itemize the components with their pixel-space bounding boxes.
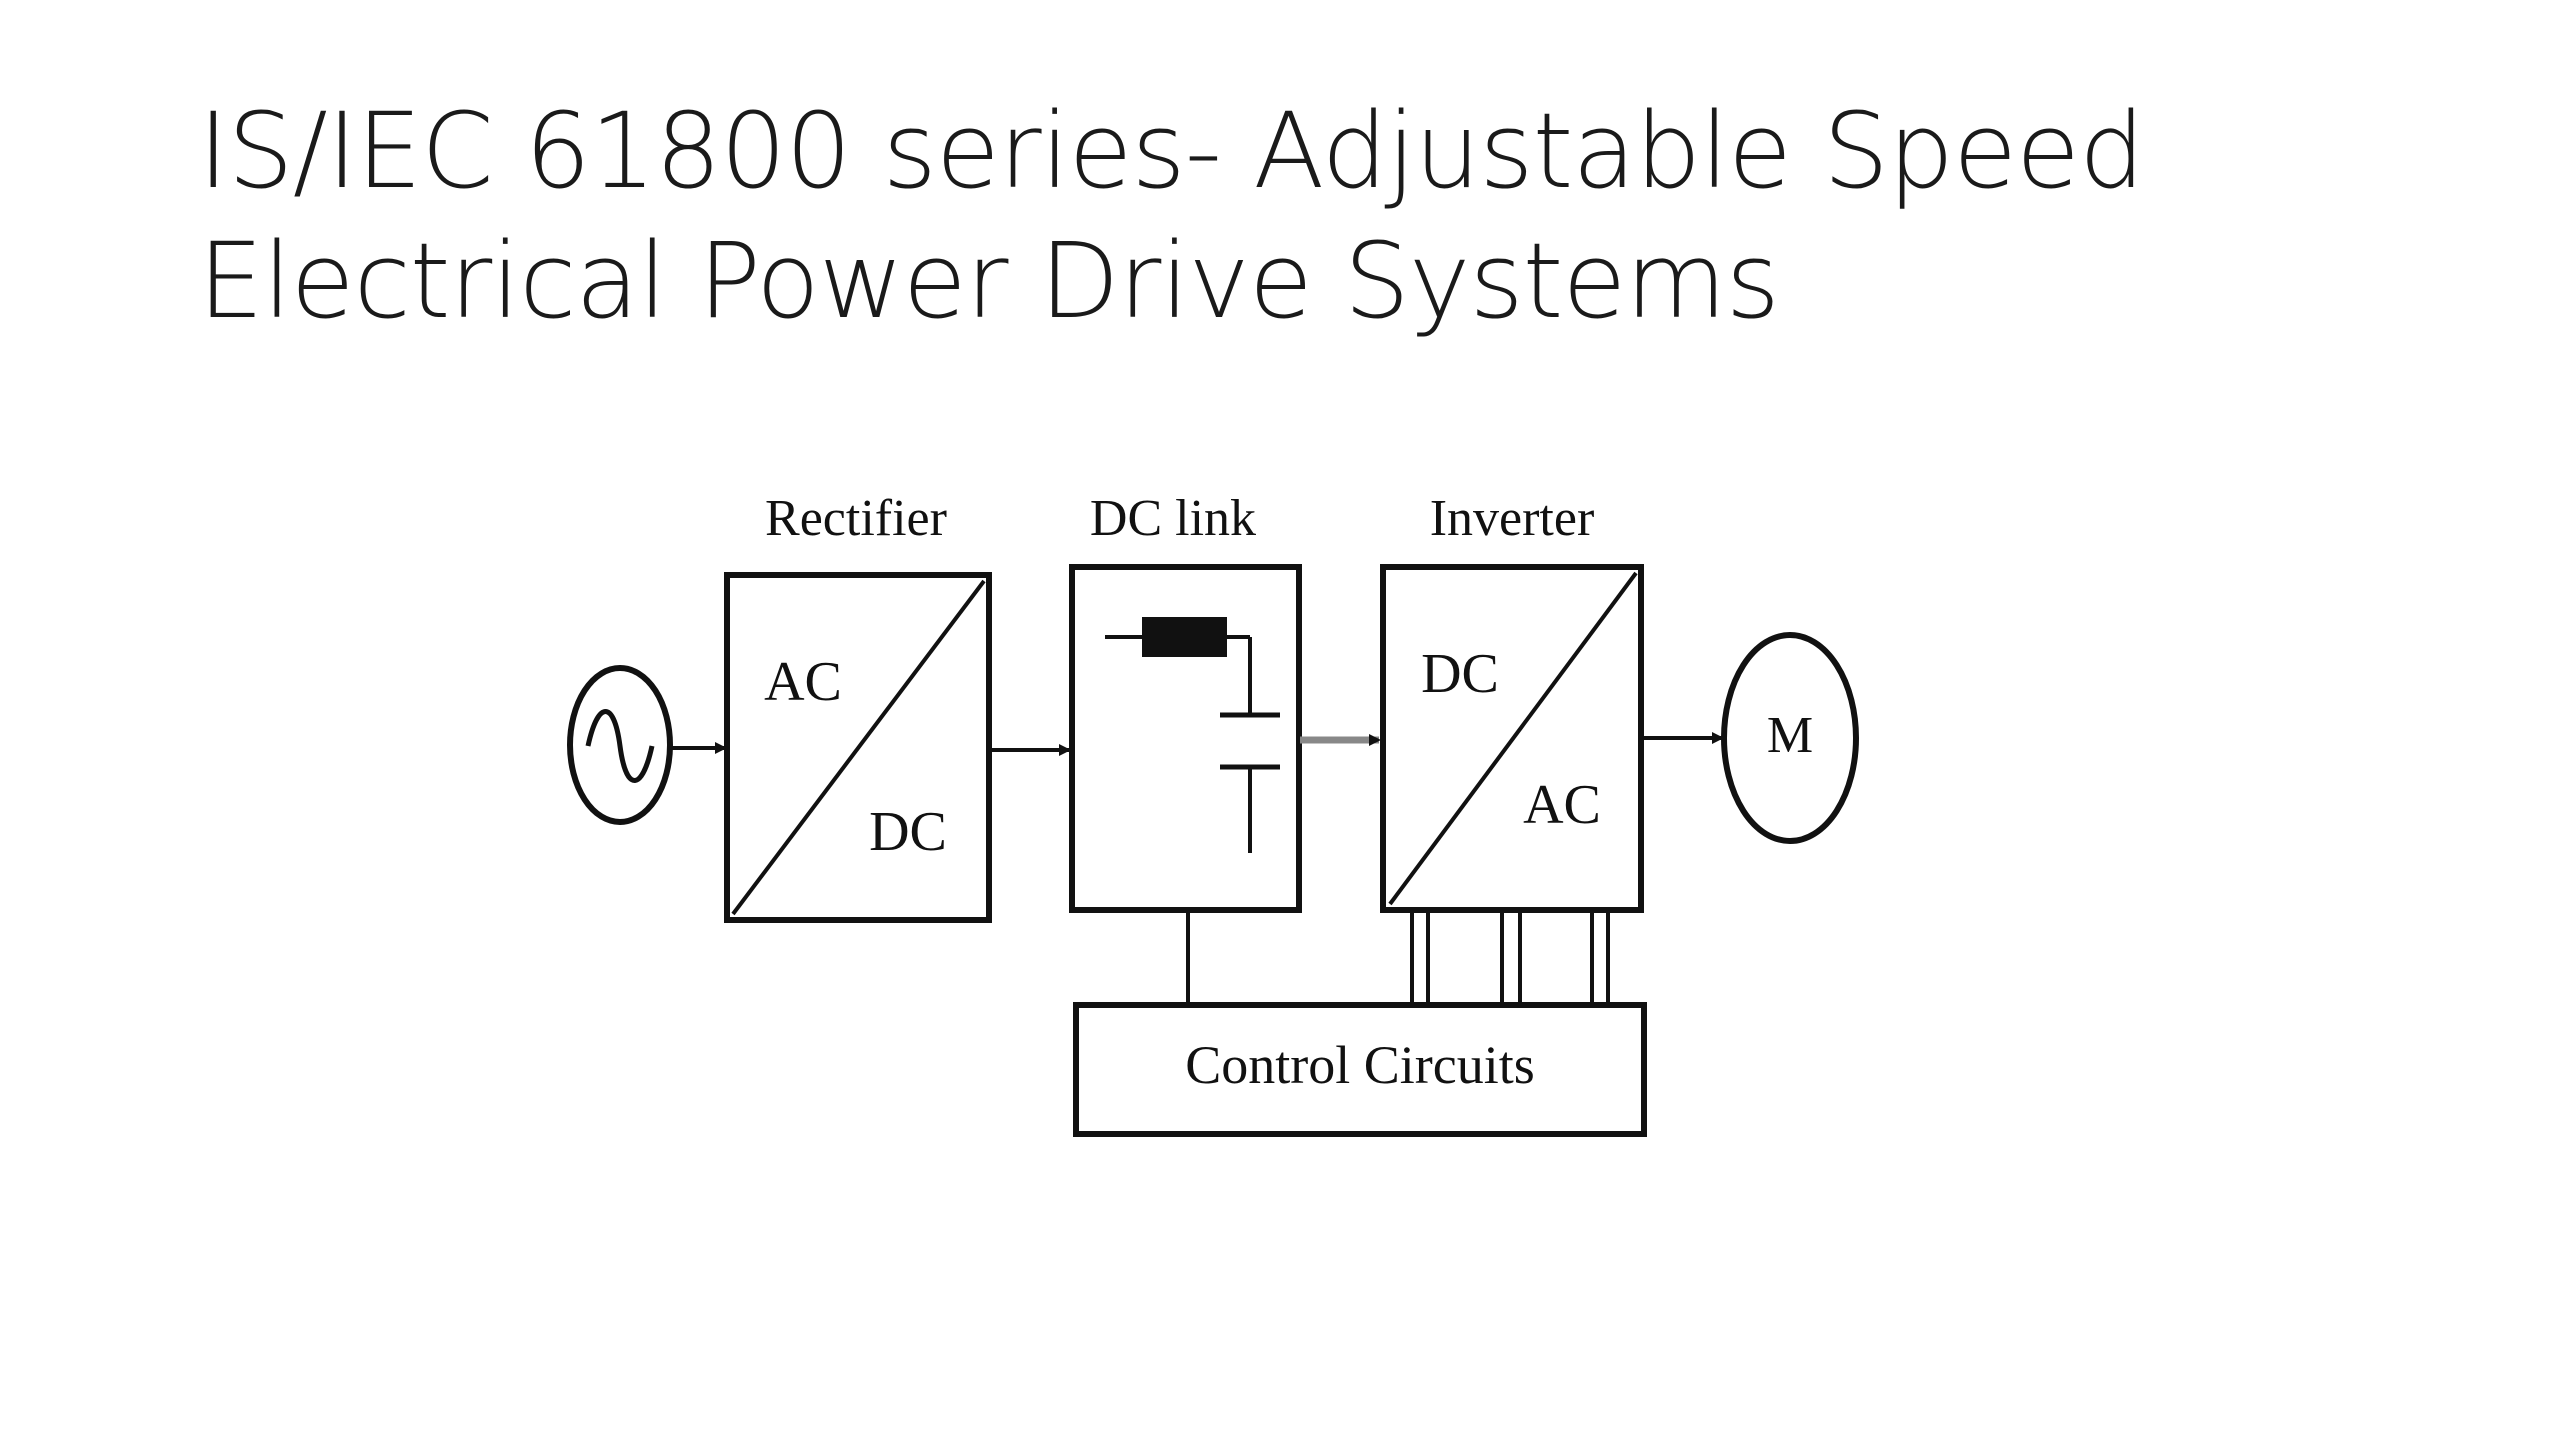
rectifier-block [724, 572, 992, 923]
inverter-gate-drive-wires [1410, 910, 1610, 1005]
slide-title-line-1: IS/IEC 61800 series- Adjustable Speed [198, 90, 2145, 212]
inductor-icon [1105, 617, 1252, 715]
inverter-block [1380, 564, 1644, 913]
control-circuits-block [1073, 1002, 1647, 1137]
dc-link-block [1069, 564, 1302, 913]
rectifier-label: Rectifier [765, 490, 947, 547]
inverter-label: Inverter [1430, 490, 1595, 547]
inverter-output-label: AC [1523, 774, 1601, 836]
capacitor-icon [1220, 712, 1280, 853]
motor-icon [1721, 632, 1859, 844]
slide-title: IS/IEC 61800 series- Adjustable Speed El… [198, 86, 2298, 346]
rectifier-input-label: AC [764, 651, 842, 713]
motor-label: M [1767, 707, 1813, 764]
slide-title-line-2: Electrical Power Drive Systems [198, 220, 1780, 342]
rectifier-output-label: DC [869, 801, 947, 863]
dc-link-label: DC link [1090, 490, 1256, 547]
control-circuits-label: Control Circuits [1185, 1035, 1535, 1095]
ac-source-icon [567, 665, 673, 825]
inverter-input-label: DC [1421, 643, 1499, 705]
